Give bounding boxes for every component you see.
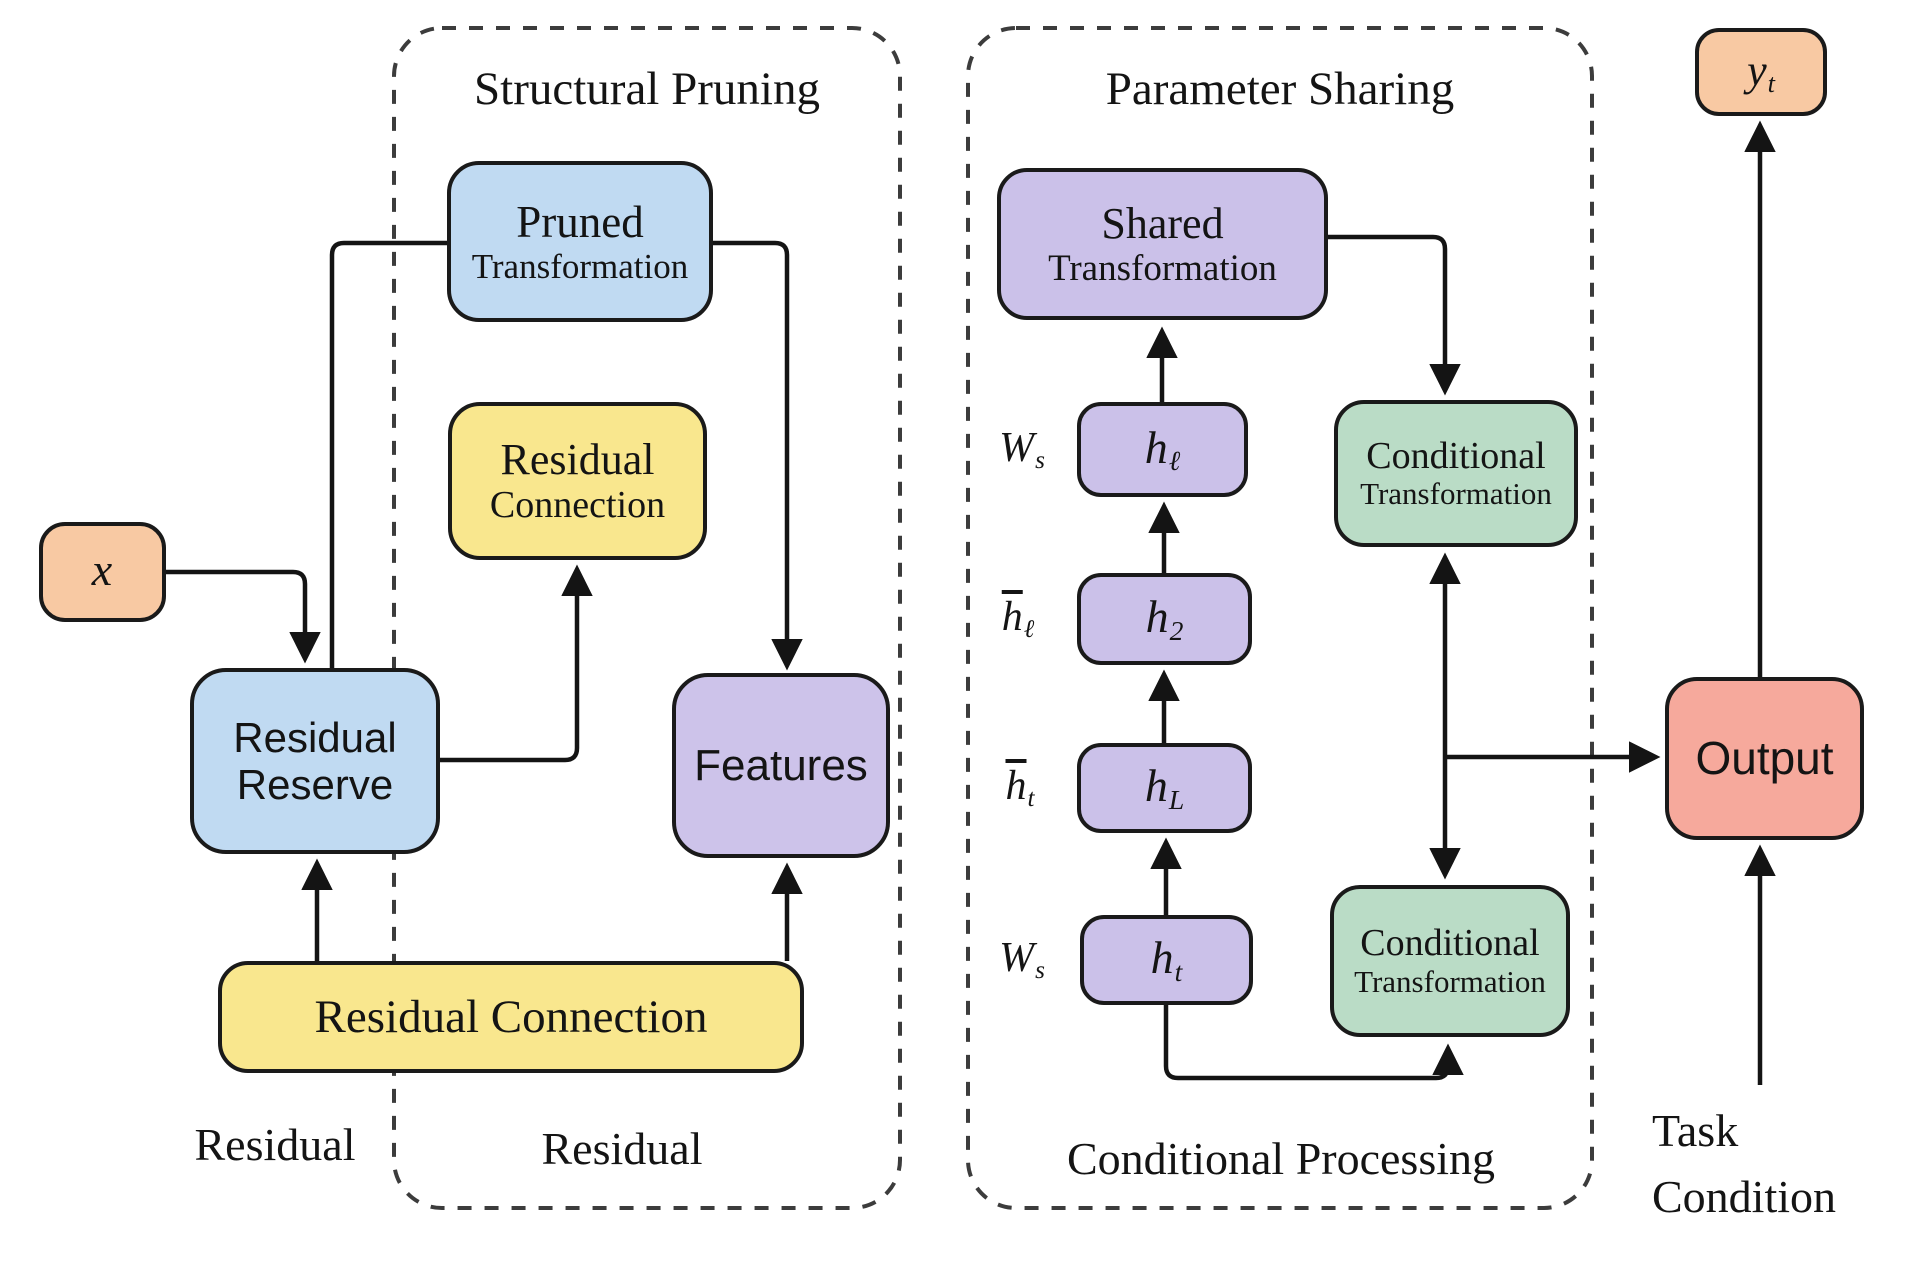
residual-reserve-line2: Reserve <box>236 761 394 808</box>
ht-label: ht <box>1150 932 1183 987</box>
conditional-transformation-bottom-line1: Conditional <box>1360 922 1540 965</box>
h2-box: h2 <box>1077 573 1252 665</box>
x-input-box: x <box>39 522 166 622</box>
parameter-sharing-title: Parameter Sharing <box>1105 63 1455 115</box>
arrow-residual-reserve-to-residual-connection <box>440 564 593 763</box>
pruned-transformation-line2: Transformation <box>471 247 689 287</box>
residual-connection-wide-box: Residual Connection <box>218 961 804 1073</box>
residual-reserve-line1: Residual <box>233 713 397 761</box>
structural-pruning-group-border <box>392 26 902 1210</box>
arrow-ht-to-conditional-bottom <box>1163 1005 1464 1081</box>
features-box: Features <box>672 673 890 858</box>
shared-transformation-line1: Shared <box>1101 198 1224 248</box>
arrow-pruned-to-features <box>713 240 803 671</box>
conditional-transformation-bottom-box: Conditional Transformation <box>1330 885 1570 1037</box>
residual-connection-small-line1: Residual <box>500 435 655 485</box>
h-bar-t-label: ht <box>1005 763 1035 813</box>
arrow-x-to-residual-reserve <box>166 569 321 664</box>
residual-connection-small-line2: Connection <box>489 484 666 527</box>
task-condition-caption-line1: Task <box>1652 1105 1739 1156</box>
task-condition-caption-line2: Condition <box>1652 1171 1837 1222</box>
residual-right-caption: Residual <box>541 1123 703 1174</box>
pruned-transformation-box: Pruned Transformation <box>447 161 713 322</box>
conditional-transformation-top-line1: Conditional <box>1366 434 1546 477</box>
hL-label: hL <box>1144 760 1185 815</box>
residual-reserve-box: Residual Reserve <box>190 668 440 854</box>
h-bar-ell-label: hℓ <box>1001 594 1035 644</box>
conditional-transformation-bottom-line2: Transformation <box>1354 963 1546 999</box>
output-label: Output <box>1695 731 1834 784</box>
shared-transformation-box: Shared Transformation <box>997 168 1328 320</box>
pruned-transformation-line1: Pruned <box>516 196 644 247</box>
line-pruned-to-residual-reserve <box>329 240 447 670</box>
shared-transformation-line2: Transformation <box>1048 247 1277 289</box>
conditional-processing-caption: Conditional Processing <box>1066 1133 1496 1184</box>
h-ell-label: hℓ <box>1144 421 1181 477</box>
arrow-shared-to-conditional-top <box>1327 234 1461 396</box>
residual-left-caption: Residual <box>194 1119 356 1170</box>
parameter-sharing-group-border <box>966 26 1594 1210</box>
residual-connection-wide-label: Residual Connection <box>314 990 708 1043</box>
x-input-label: x <box>91 544 113 596</box>
features-label: Features <box>694 740 868 790</box>
yt-box: yt <box>1695 28 1827 116</box>
hL-box: hL <box>1077 743 1252 833</box>
ht-box: ht <box>1080 915 1253 1005</box>
h-ell-box: hℓ <box>1077 402 1248 497</box>
ws-top-label: Ws <box>999 425 1045 475</box>
h2-label: h2 <box>1145 591 1184 646</box>
yt-label: yt <box>1747 45 1775 98</box>
arrows <box>166 120 1776 1085</box>
output-box: Output <box>1665 677 1864 840</box>
conditional-transformation-top-line2: Transformation <box>1360 476 1552 512</box>
conditional-transformation-top-box: Conditional Transformation <box>1334 400 1578 547</box>
structural-pruning-title: Structural Pruning <box>474 63 820 115</box>
residual-connection-small-box: Residual Connection <box>448 402 707 560</box>
ws-bottom-label: Ws <box>999 935 1045 985</box>
group-borders <box>392 26 1594 1210</box>
